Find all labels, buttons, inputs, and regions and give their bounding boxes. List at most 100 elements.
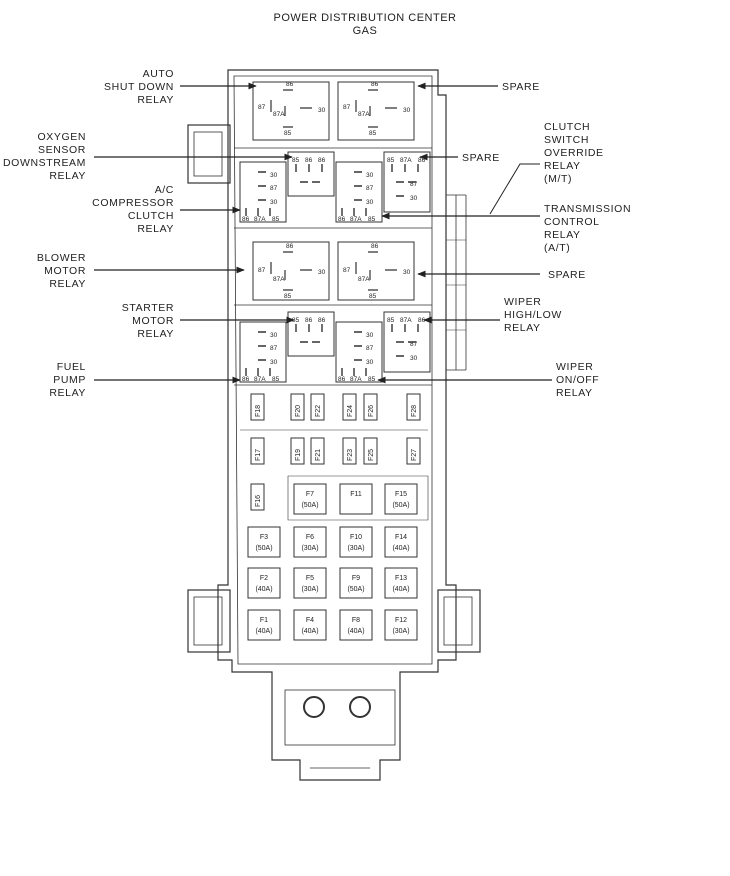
mini-fuse [406,393,421,421]
fuse-label: F9 [352,575,360,582]
fuse-rating: (50A) [255,545,272,552]
callout-oxygen-sensor: DOWNSTREAM [3,157,86,169]
maxi-fuse [384,609,418,641]
fuse-label: F2 [260,575,268,582]
relay-fuel-pump [239,321,287,383]
maxi-fuse [293,483,327,515]
callout-wiper-high-low: WIPER [504,296,541,308]
pin-label: 30 [270,332,278,339]
relay-starter-motor [287,311,335,357]
pin-label: 85 [284,293,292,300]
callout-ac-compressor: CLUTCH [128,210,174,222]
relay-spare-row3 [337,241,415,301]
callout-transmission: TRANSMISSION [544,203,631,215]
relay-wiper-onoff [335,321,383,383]
callout-transmission: (A/T) [544,242,570,254]
fuse-label: F16 [255,495,262,507]
callout-clutch-override: CLUTCH [544,121,590,133]
mini-fuse [310,393,325,421]
mini-fuse [342,393,357,421]
diagram-title: POWER DISTRIBUTION CENTER [273,12,457,24]
mini-fuse [310,437,325,465]
callout-spare-top: SPARE [502,81,540,93]
callout-wiper-onoff: WIPER [556,361,593,373]
callout-auto-shutdown: AUTO [143,68,174,80]
fuse-label: F26 [368,405,375,417]
maxi-fuse [247,609,281,641]
pin-label: 86 [418,157,426,164]
callout-wiper-onoff: RELAY [556,387,593,399]
fuse-label: F11 [350,491,362,498]
pin-label: 86 [418,317,426,324]
pin-label: 86 [371,81,379,88]
callout-blower-motor: MOTOR [44,265,86,277]
pin-label: 87A [350,216,362,223]
callout-oxygen-sensor: SENSOR [38,144,86,156]
pin-label: 87A [400,157,412,164]
maxi-fuse [247,526,281,558]
maxi-fuse [339,526,373,558]
pin-label: 30 [270,172,278,179]
pin-label: 30 [410,355,418,362]
fuse-label: F13 [395,575,407,582]
fuse-label: F23 [347,449,354,461]
callout-ac-compressor: A/C [155,184,174,196]
fuse-label: F8 [352,617,360,624]
fuse-label: F14 [395,534,407,541]
pin-label: 87A [254,216,266,223]
pin-label: 30 [318,107,326,114]
fuse-rating: (30A) [301,586,318,593]
mini-fuse [363,437,378,465]
pin-label: 30 [366,359,374,366]
fuse-label: F5 [306,575,314,582]
pin-label: 87A [350,376,362,383]
pin-label: 85 [369,130,377,137]
fuse-rating: (40A) [347,628,364,635]
pin-label: 85 [272,376,280,383]
pin-label: 30 [403,107,411,114]
fuse-label: F21 [315,449,322,461]
pin-label: 87A [254,376,266,383]
mini-fuse [406,437,421,465]
pin-label: 87A [273,111,285,118]
maxi-fuse [339,567,373,599]
pin-label: 86 [371,243,379,250]
pin-label: 86 [338,216,346,223]
mini-fuse [250,437,265,465]
pin-label: 86 [338,376,346,383]
pin-label: 87A [358,111,370,118]
callout-oxygen-sensor: OXYGEN [37,131,86,143]
pin-label: 30 [318,269,326,276]
maxi-fuse [384,483,418,515]
maxi-fuse [384,526,418,558]
callout-clutch-override: OVERRIDE [544,147,604,159]
fuse-rating: (30A) [301,545,318,552]
pin-label: 30 [366,332,374,339]
fuse-rating: (50A) [347,586,364,593]
callout-clutch-override: SWITCH [544,134,589,146]
mini-fuse [290,393,305,421]
relay-transmission-control [335,161,383,223]
pin-label: 87 [410,341,418,348]
maxi-fuse [339,483,373,515]
callout-spare-mid: SPARE [462,152,500,164]
fuse-label: F10 [350,534,362,541]
pin-label: 87 [270,345,278,352]
relay-oxygen-sensor [287,151,335,197]
maxi-fuse [339,609,373,641]
fuse-label: F1 [260,617,268,624]
callout-starter-motor: MOTOR [132,315,174,327]
maxi-fuse [293,567,327,599]
callout-wiper-high-low: HIGH/LOW [504,309,562,321]
callout-ac-compressor: COMPRESSOR [92,197,174,209]
relay-ac-compressor [239,161,287,223]
callout-transmission: RELAY [544,229,581,241]
fuse-rating: (40A) [392,545,409,552]
fuse-label: F22 [315,405,322,417]
pin-label: 87 [410,181,418,188]
callout-auto-shutdown: RELAY [137,94,174,106]
pin-label: 30 [270,359,278,366]
right-bottom-tab [437,589,481,653]
left-top-tab [187,124,231,184]
pin-label: 87A [358,276,370,283]
